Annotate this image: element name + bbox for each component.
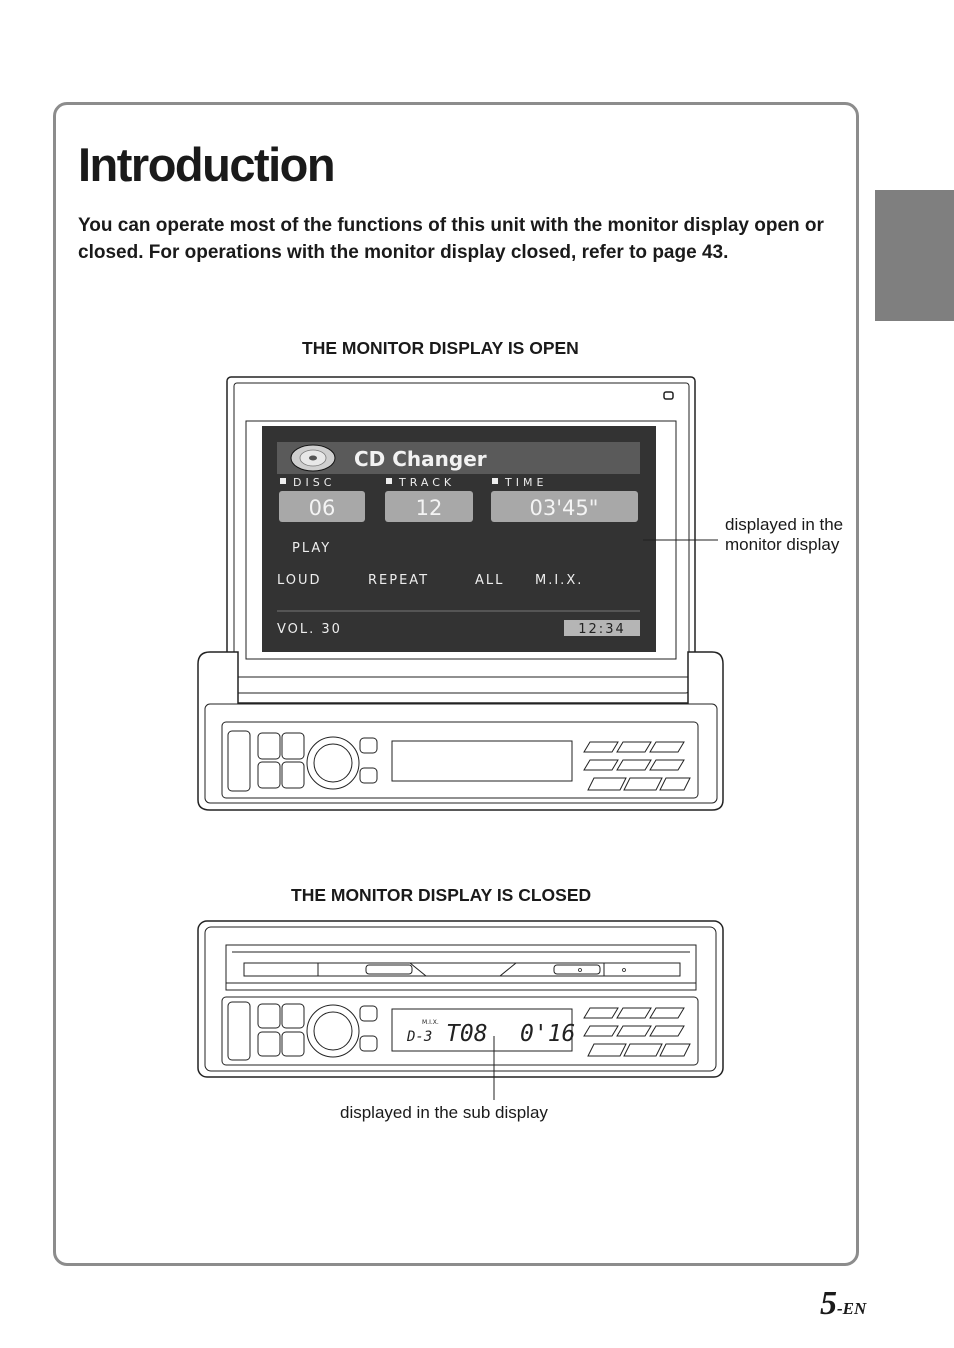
sub-display-content: M.I.X. D-3 T08 0'16 xyxy=(406,1019,575,1047)
source-bar xyxy=(277,442,640,474)
sensor-icon xyxy=(663,391,674,400)
sub-time: 0'16 xyxy=(520,1021,575,1047)
closed-rotary-knob-icon xyxy=(306,1004,360,1058)
time-field xyxy=(491,491,638,522)
time-value: 03'45" xyxy=(530,496,599,520)
page-number-suffix: -EN xyxy=(837,1299,867,1318)
cd-icon xyxy=(290,444,336,472)
source-name: CD Changer xyxy=(354,447,487,471)
side-tab xyxy=(875,190,954,321)
clock-field xyxy=(564,620,640,636)
heading-closed: THE MONITOR DISPLAY IS CLOSED xyxy=(291,885,592,905)
closed-housing xyxy=(197,920,724,1078)
mode-mix: M.I.X. xyxy=(535,573,583,588)
mode-all: ALL xyxy=(475,573,504,588)
mode-loud: LOUD xyxy=(277,573,322,588)
right-buttons xyxy=(583,741,691,791)
time-label: TIME xyxy=(504,476,547,489)
track-value: 12 xyxy=(416,496,443,520)
callout-monitor: displayed in the monitor display xyxy=(725,515,844,554)
status-text: PLAY xyxy=(292,541,331,556)
track-field xyxy=(385,491,473,522)
clock-value: 12:34 xyxy=(578,622,625,637)
disc-field xyxy=(279,491,365,522)
sub-mix: M.I.X. xyxy=(422,1019,439,1026)
monitor-screen: CD Changer DISC TRACK TIME 06 12 03'45" … xyxy=(262,426,656,652)
sub-display-window xyxy=(391,740,573,782)
track-label: TRACK xyxy=(398,476,455,489)
intro-text: You can operate most of the functions of… xyxy=(78,215,824,263)
sub-track: T08 xyxy=(446,1021,488,1047)
page-frame xyxy=(53,102,859,1266)
rotary-knob-icon xyxy=(306,736,360,790)
monitor-bezel xyxy=(233,382,690,694)
disc-value: 06 xyxy=(309,496,336,520)
disc-label: DISC xyxy=(293,476,335,489)
mode-repeat: REPEAT xyxy=(368,573,429,588)
closed-unit-illustration xyxy=(197,920,724,1078)
page-number-value: 5 xyxy=(820,1285,837,1322)
callout-sub: displayed in the sub display xyxy=(340,1103,548,1122)
closed-monitor-lid xyxy=(225,944,697,991)
left-buttons xyxy=(227,730,378,792)
sub-disc: D-3 xyxy=(406,1029,432,1045)
closed-sub-display xyxy=(391,1008,573,1052)
page-title: Introduction xyxy=(78,138,336,191)
heading-open: THE MONITOR DISPLAY IS OPEN xyxy=(302,338,579,358)
page-number: 5-EN xyxy=(820,1285,866,1323)
volume-text: VOL. 30 xyxy=(277,622,342,637)
